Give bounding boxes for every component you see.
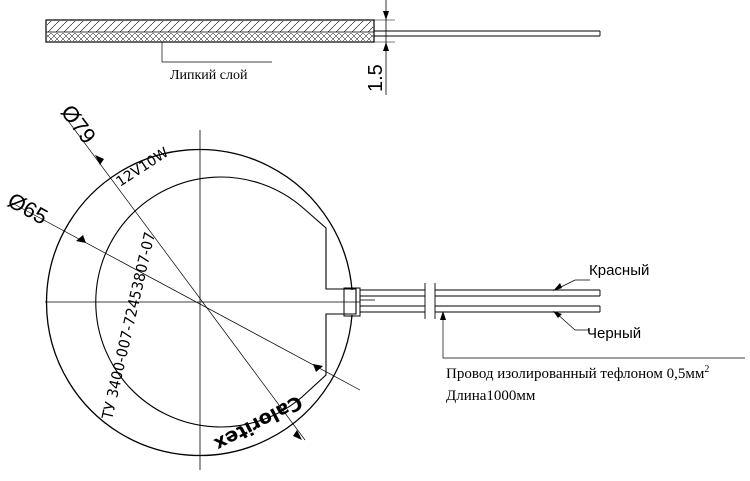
wire-red-label: Красный [589, 262, 649, 279]
spec-number-label: ТУ 3400-007-72453807-07 [100, 230, 160, 421]
arrow-wire-desc [440, 311, 446, 320]
arrow-65-start [76, 235, 86, 243]
adhesive-layer [47, 33, 373, 41]
arrow-black [553, 311, 562, 318]
outer-circle [45, 148, 353, 457]
diameter-outer-label: Ø79 [56, 100, 101, 148]
dim-arrow-top [383, 11, 389, 20]
brand-mark: Caloritex [210, 391, 305, 456]
dim-leader-65 [11, 202, 361, 391]
side-view [45, 0, 601, 95]
arrow-65-end [313, 364, 323, 372]
heater-layer [47, 21, 373, 32]
leader-black [554, 311, 590, 331]
inner-heater-boundary [95, 176, 357, 428]
leader-red [554, 279, 590, 291]
wire-black-label: Черный [587, 325, 641, 342]
diameter-inner-label: Ø65 [4, 188, 52, 230]
thickness-label: 1.5 [365, 64, 387, 92]
wire-description-superscript: 2 [704, 364, 709, 375]
adhesive-layer-label: Липкий слой [170, 68, 248, 83]
wire-description-text: Провод изолированный тефлоном 0,5мм [446, 366, 705, 382]
wire-description: Провод изолированный тефлоном 0,5мм2 [446, 364, 709, 382]
arrow-79-start [95, 155, 104, 165]
plan-view [11, 117, 745, 470]
power-rating-label: 12V10W [113, 145, 171, 191]
dim-arrow-bottom [383, 42, 389, 51]
leader-wire-desc [442, 312, 745, 359]
wire-length: Длина1000мм [446, 388, 536, 404]
arrow-red [553, 283, 562, 291]
arrow-79-end [293, 430, 302, 440]
dim-leader-79 [65, 117, 306, 441]
